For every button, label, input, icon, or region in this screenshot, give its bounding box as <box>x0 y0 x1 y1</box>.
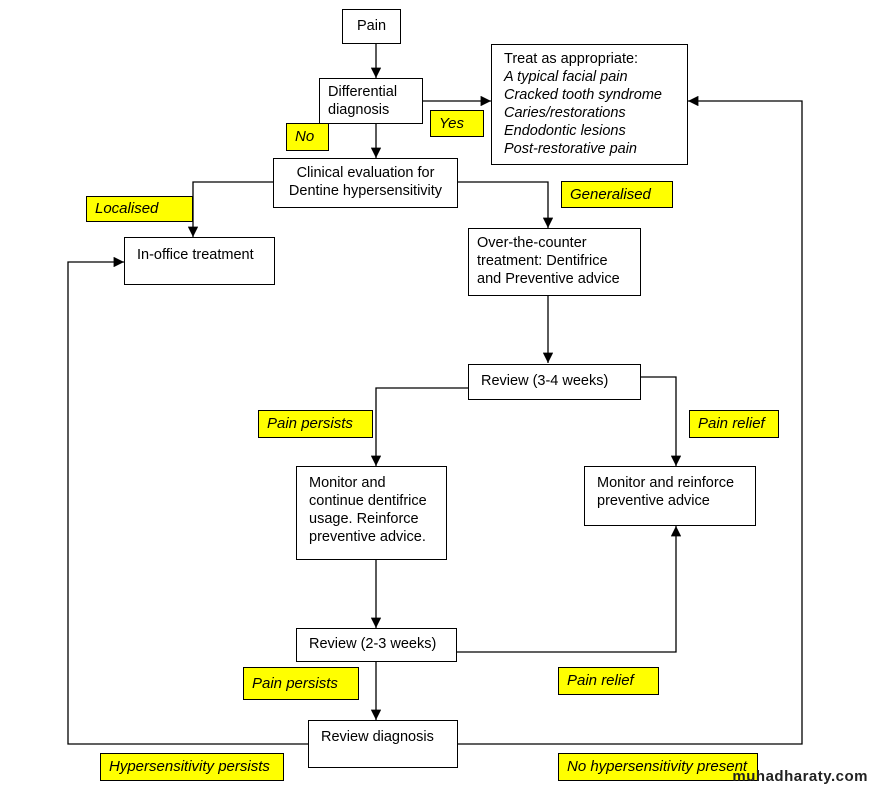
label-no-hypersensitivity-present: No hypersensitivity present <box>558 753 758 781</box>
node-differential-line-1: Differential <box>328 84 398 100</box>
arrow-clinical-to-in-office <box>187 181 273 237</box>
label-pain-relief: Pain relief <box>558 667 659 695</box>
treat-heading: Treat as appropriate: <box>504 51 639 67</box>
treat-item: Caries/restorations <box>504 105 626 121</box>
node-review-diagnosis-text: Review diagnosis <box>321 729 434 745</box>
treat-item: Cracked tooth syndrome <box>504 87 662 103</box>
arrow-review1-to-monitor-continue <box>370 387 468 466</box>
label-generalised: Generalised <box>561 181 673 208</box>
treat-item: Endodontic lesions <box>504 123 626 139</box>
node-review1-text: Review (3-4 weeks) <box>481 373 609 389</box>
node-clinical-line-1: Clinical evaluation for <box>296 165 435 181</box>
node-otc-line-2: treatment: Dentifrice <box>477 253 608 269</box>
node-treat-as-appropriate: Treat as appropriate: A typical facial p… <box>491 44 688 165</box>
node-monitor-continue-line: usage. Reinforce <box>309 511 419 527</box>
node-review2-text: Review (2-3 weeks) <box>309 636 437 652</box>
node-differential-diagnosis: Differential diagnosis <box>319 78 423 124</box>
node-monitor-reinforce-line: preventive advice <box>597 493 710 509</box>
node-review-diagnosis: Review diagnosis <box>308 720 458 768</box>
treat-item: A typical facial pain <box>504 69 628 85</box>
node-otc-line-1: Over-the-counter <box>477 235 587 251</box>
arrow-clinical-to-otc <box>458 181 554 228</box>
node-monitor-continue-line: continue dentifrice <box>309 493 427 509</box>
node-monitor-continue-line: Monitor and <box>309 475 386 491</box>
arrow-review1-to-monitor-reinforce <box>641 376 682 466</box>
node-review-2-3-weeks: Review (2-3 weeks) <box>296 628 457 662</box>
node-differential-line-2: diagnosis <box>328 102 390 118</box>
arrow-review2-to-monitor-reinforce <box>457 526 682 653</box>
label-localised: Localised <box>86 196 193 222</box>
node-clinical-line-2: Dentine hypersensitivity <box>288 183 443 199</box>
arrow-review-diagnosis-to-in-office <box>67 256 308 745</box>
label-pain-relief: Pain relief <box>689 410 779 438</box>
node-clinical-evaluation: Clinical evaluation for Dentine hypersen… <box>273 158 458 208</box>
node-in-office-treatment: In-office treatment <box>124 237 275 285</box>
node-monitor-continue-line: preventive advice. <box>309 529 426 545</box>
node-in-office-text: In-office treatment <box>137 247 254 263</box>
node-monitor-continue: Monitor and continue dentifrice usage. R… <box>296 466 447 560</box>
arrow-review-diagnosis-to-treat <box>458 95 803 745</box>
label-pain-persists: Pain persists <box>243 667 359 700</box>
label-pain-persists: Pain persists <box>258 410 373 438</box>
label-hypersensitivity-persists: Hypersensitivity persists <box>100 753 284 781</box>
node-otc-line-3: and Preventive advice <box>477 271 620 287</box>
node-pain-text: Pain <box>356 18 387 34</box>
node-monitor-reinforce-line: Monitor and reinforce <box>597 475 735 491</box>
label-no: No <box>286 123 329 151</box>
node-pain: Pain <box>342 9 401 44</box>
watermark-text: muhadharaty.com <box>732 768 868 785</box>
node-review-3-4-weeks: Review (3-4 weeks) <box>468 364 641 400</box>
node-over-the-counter: Over-the-counter treatment: Dentifrice a… <box>468 228 641 296</box>
treat-item: Post-restorative pain <box>504 141 637 157</box>
node-monitor-reinforce: Monitor and reinforce preventive advice <box>584 466 756 526</box>
label-yes: Yes <box>430 110 484 137</box>
